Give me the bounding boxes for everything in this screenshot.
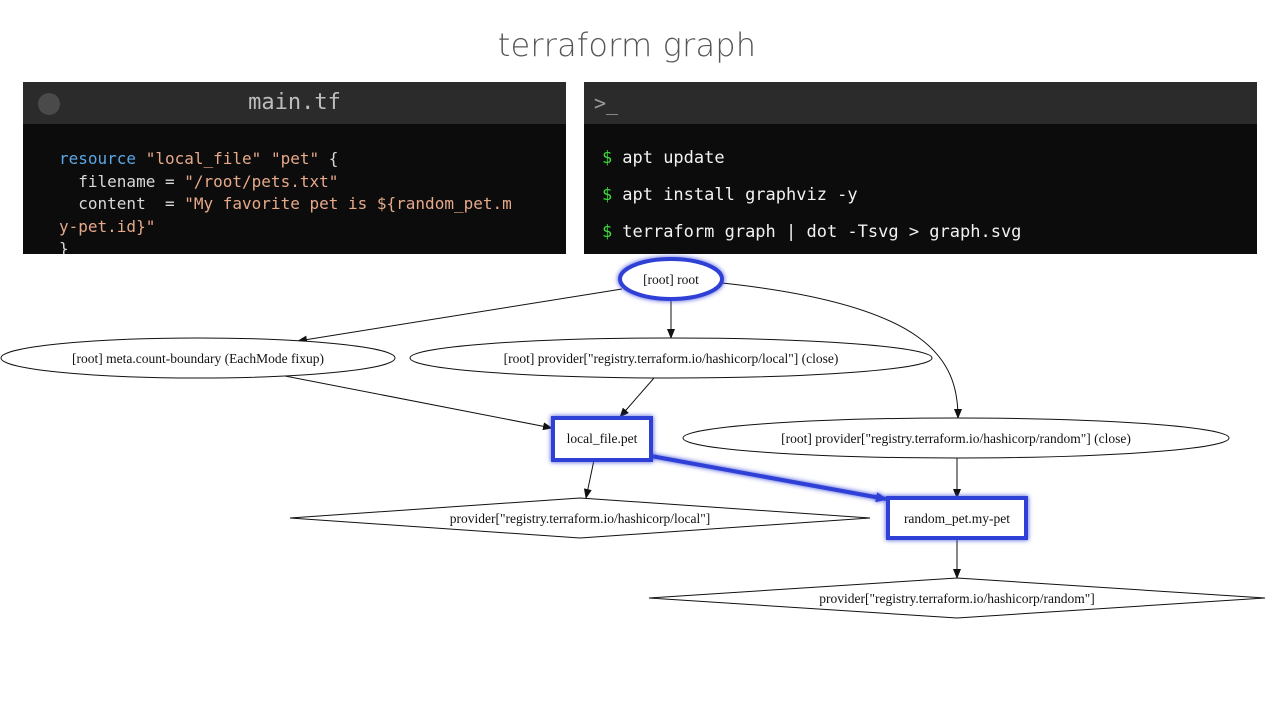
graph-node-random-pet: random_pet.my-pet	[886, 496, 1028, 540]
prompt-symbol: $	[602, 148, 613, 168]
terminal-command: terraform graph | dot -Tsvg > graph.svg	[622, 222, 1022, 242]
code-resource-type: "local_file"	[145, 149, 262, 168]
graph-node-provider-random: provider["registry.terraform.io/hashicor…	[648, 577, 1266, 619]
graph-edges	[284, 282, 962, 579]
prompt-symbol: $	[602, 185, 613, 205]
editor-title-bar: main.tf	[23, 82, 566, 124]
node-label: [root] provider["registry.terraform.io/h…	[504, 351, 839, 366]
terminal-title-bar: >_	[584, 82, 1257, 124]
terminal-command-line: $ terraform graph | dot -Tsvg > graph.svg	[602, 222, 1021, 242]
graph-node-count-boundary: [root] meta.count-boundary (EachMode fix…	[0, 337, 396, 379]
graph-node-provider-random-close: [root] provider["registry.terraform.io/h…	[682, 417, 1230, 459]
edge-root-to-count-boundary	[297, 288, 623, 344]
code-block: resource "local_file" "pet" { filename =…	[59, 148, 554, 254]
graph-node-root: [root] root	[618, 257, 724, 301]
editor-filename: main.tf	[248, 90, 341, 115]
node-label: local_file.pet	[567, 431, 638, 446]
code-filename-key: filename =	[59, 171, 185, 191]
code-content-value: "My favorite pet is ${random_pet.m	[184, 194, 512, 213]
edge-count-boundary-to-local-file	[284, 375, 553, 431]
edge-provider-local-close-to-local-file	[619, 377, 655, 418]
terminal-command: apt update	[622, 148, 725, 168]
node-label: provider["registry.terraform.io/hashicor…	[819, 591, 1095, 606]
edge-root-to-provider-random-close	[721, 282, 962, 419]
code-resource-name: "pet"	[270, 149, 320, 168]
code-content-value-wrap: y-pet.id}"	[59, 216, 156, 236]
node-label: [root] provider["registry.terraform.io/h…	[781, 431, 1131, 446]
graph-node-provider-local-close: [root] provider["registry.terraform.io/h…	[409, 337, 933, 379]
code-editor-panel: main.tf resource "local_file" "pet" { fi…	[23, 82, 566, 254]
code-brace-open: {	[319, 149, 339, 168]
edge-local-file-to-random-pet-highlight	[650, 454, 888, 503]
node-label: provider["registry.terraform.io/hashicor…	[450, 511, 711, 526]
graph-node-local-file: local_file.pet	[551, 416, 653, 462]
code-brace-close: }	[59, 239, 69, 254]
node-label: [root] meta.count-boundary (EachMode fix…	[72, 351, 324, 366]
terminal-command: apt install graphviz -y	[622, 185, 858, 205]
slide-title: terraform graph	[497, 26, 757, 64]
edge-local-file-to-provider-local	[583, 459, 595, 499]
terminal-command-line: $ apt update	[602, 148, 725, 168]
graph-node-provider-local: provider["registry.terraform.io/hashicor…	[289, 497, 871, 539]
node-label: [root] root	[643, 272, 699, 287]
graph-background	[0, 254, 1280, 720]
node-label: random_pet.my-pet	[904, 511, 1010, 526]
terminal-panel: >_ $apt update $apt install graphviz -y …	[584, 82, 1257, 254]
code-filename-value: "/root/pets.txt"	[184, 171, 339, 191]
prompt-symbol: $	[602, 222, 613, 242]
terminal-command-line: $ apt install graphviz -y	[602, 185, 858, 205]
code-content-key: content =	[59, 194, 185, 213]
window-dot-icon	[38, 93, 60, 115]
terminal-prompt-icon: >_	[594, 91, 619, 115]
code-keyword: resource	[59, 149, 137, 168]
